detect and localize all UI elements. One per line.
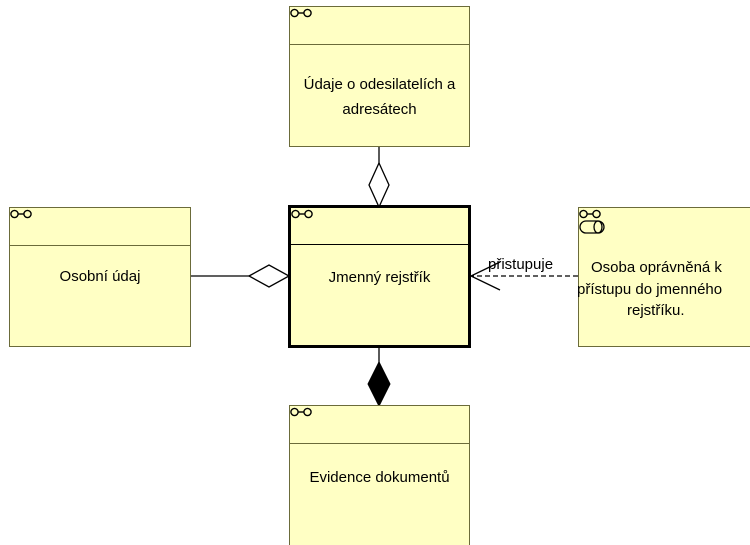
element-label-line2: přístupu do jmenného — [577, 281, 723, 298]
element-evidence-dokumentu[interactable]: Evidence dokumentů — [289, 405, 470, 545]
element-header — [290, 406, 469, 444]
element-label-line1: Údaje o odesilatelích a — [303, 76, 456, 93]
aggregation-diamond-left — [247, 264, 291, 288]
association-icon — [291, 209, 313, 219]
access-relation-label: přistupuje — [488, 256, 554, 273]
association-icon — [579, 209, 601, 219]
element-label-line2: adresátech — [342, 101, 417, 118]
element-udaje-o-odesilatelich[interactable]: Údaje o odesilatelích a adresátech — [289, 6, 470, 147]
element-label: Osobní údaj — [59, 268, 141, 285]
element-osoba-opravnena[interactable]: Osoba oprávněná k přístupu do jmenného r… — [577, 207, 750, 347]
element-jmenny-rejstrik[interactable]: Jmenný rejstřík — [288, 205, 471, 348]
element-label: Jmenný rejstřík — [328, 269, 431, 286]
business-role-icon — [579, 220, 605, 234]
association-icon — [290, 407, 312, 417]
element-label-line1: Osoba oprávněná k — [591, 259, 722, 276]
access-arrowhead — [469, 261, 501, 291]
association-icon — [290, 8, 312, 18]
composition-diamond-bottom — [367, 360, 391, 408]
element-label-line3: rejstříku. — [627, 302, 685, 319]
element-header — [290, 7, 469, 45]
element-header — [291, 208, 468, 245]
aggregation-diamond-top — [368, 161, 390, 209]
association-icon — [10, 209, 32, 219]
element-label: Evidence dokumentů — [309, 469, 450, 486]
element-osobni-udaj[interactable]: Osobní údaj — [9, 207, 191, 347]
element-header — [10, 208, 190, 246]
